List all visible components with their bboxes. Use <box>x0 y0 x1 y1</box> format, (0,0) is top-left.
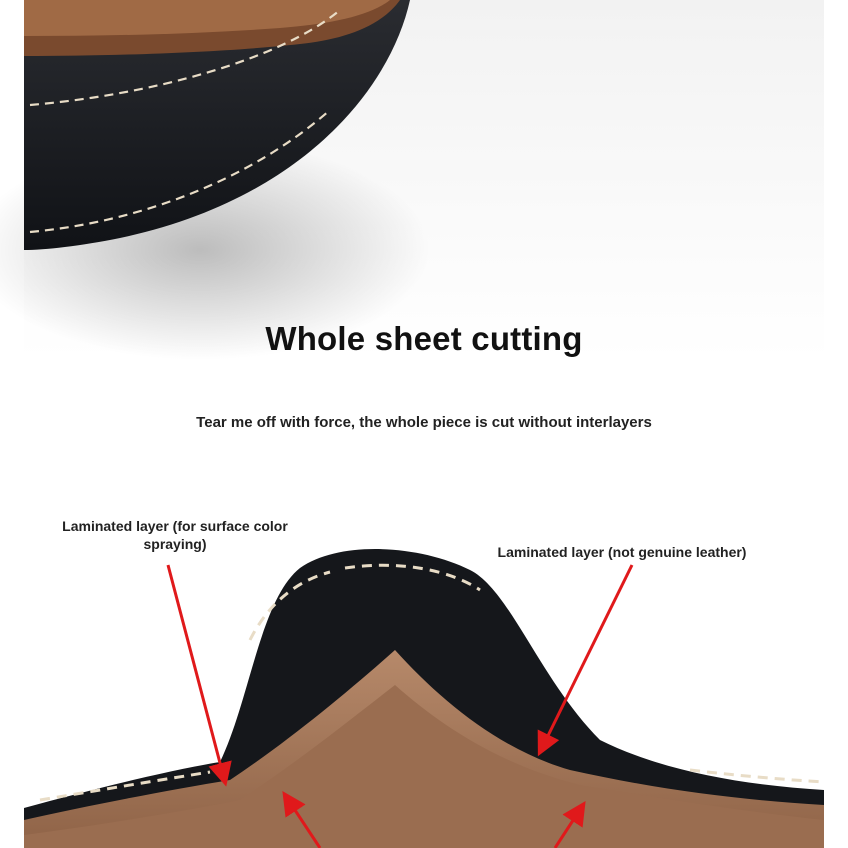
annotation-arrows <box>166 564 634 848</box>
arrow-bottom-right <box>553 800 586 848</box>
callout-left-label: Laminated layer (for surface color spray… <box>62 518 288 552</box>
bent-strap <box>24 549 825 848</box>
page-subtitle: Tear me off with force, the whole piece … <box>196 414 652 431</box>
arrow-right <box>537 564 634 757</box>
arrow-bottom-left <box>282 790 322 848</box>
page-title: Whole sheet cutting <box>265 320 583 357</box>
callout-right-label: Laminated layer (not genuine leather) <box>497 544 747 560</box>
top-strap <box>0 0 430 360</box>
arrow-left <box>166 564 232 787</box>
